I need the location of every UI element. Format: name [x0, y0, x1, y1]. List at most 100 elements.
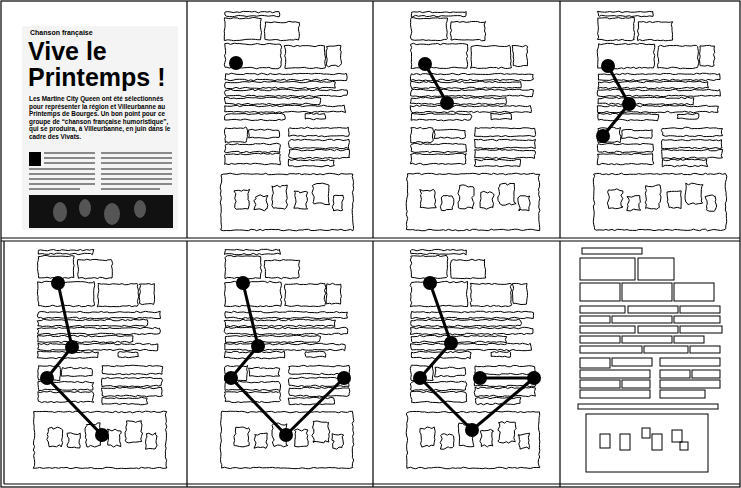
text-contour	[118, 352, 139, 358]
block-rect	[580, 306, 625, 313]
text-contour	[225, 343, 346, 351]
graph-dot	[65, 340, 79, 354]
image-contour	[332, 434, 344, 450]
text-contour	[411, 319, 522, 327]
block-rect	[680, 326, 722, 333]
text-contour	[406, 173, 540, 231]
text-contour	[597, 105, 718, 113]
graph-link	[58, 283, 72, 347]
text-contour	[225, 11, 280, 16]
image-contour	[480, 191, 494, 209]
graph-dot	[251, 339, 265, 353]
block-rect	[644, 346, 688, 353]
text-contour	[410, 281, 468, 306]
text-contour	[249, 367, 280, 376]
text-contour	[474, 159, 520, 166]
block-rect	[580, 358, 610, 368]
lead-text: Les Martine City Queen ont été sélection…	[29, 95, 173, 141]
text-contour	[225, 256, 262, 279]
text-contour	[411, 113, 472, 121]
graph-dot	[440, 96, 454, 110]
graph-link	[480, 377, 534, 380]
text-contour	[470, 283, 511, 307]
image-contour	[645, 185, 661, 209]
text-contour	[597, 89, 720, 97]
graph-dot	[279, 428, 293, 442]
block-rect	[638, 326, 678, 333]
text-contour	[661, 140, 722, 149]
block-rect	[674, 283, 714, 301]
image-contour	[498, 183, 516, 205]
text-contour	[512, 45, 528, 66]
text-contour	[225, 311, 348, 319]
text-contour	[284, 45, 325, 68]
text-contour	[662, 159, 707, 167]
block-rect	[638, 258, 674, 280]
text-contour	[224, 143, 280, 153]
graph-dot	[229, 56, 243, 70]
text-contour	[450, 21, 485, 41]
image-contour	[667, 191, 681, 209]
graph-link	[420, 343, 451, 378]
graph-dot	[622, 97, 636, 111]
text-contour	[37, 311, 160, 319]
block-rect	[622, 336, 672, 343]
text-contour	[289, 149, 350, 159]
text-contour	[474, 139, 535, 148]
block-rect	[660, 390, 705, 398]
text-contour	[406, 411, 540, 469]
text-contour	[435, 367, 466, 377]
block-rect	[680, 442, 688, 450]
text-contour	[434, 129, 465, 138]
text-contour	[97, 283, 138, 306]
text-contour	[224, 327, 348, 335]
graph-dot	[95, 428, 109, 442]
text-contour	[248, 129, 279, 138]
text-contour	[598, 114, 659, 121]
text-contour	[224, 97, 320, 105]
text-contour	[77, 259, 112, 279]
graph-dot	[465, 423, 479, 437]
text-contour	[411, 335, 507, 343]
headline-text: Vive le Printemps !	[28, 38, 178, 90]
graph-link	[286, 378, 344, 435]
text-contour	[410, 327, 533, 335]
graph-dot	[40, 371, 54, 385]
text-contour	[411, 143, 467, 152]
graph-link	[231, 378, 286, 435]
text-contour	[224, 249, 280, 255]
image-contour	[440, 196, 453, 211]
text-contour	[285, 283, 326, 306]
graph-dot	[337, 371, 351, 385]
block-rect	[580, 258, 635, 280]
text-contour	[326, 45, 341, 67]
text-contour	[264, 260, 300, 279]
text-contour	[38, 250, 93, 255]
text-contour	[225, 73, 347, 81]
text-contour	[224, 153, 280, 165]
text-contour	[597, 11, 653, 17]
text-contour	[410, 17, 447, 40]
text-contour	[410, 73, 533, 81]
block-rect	[580, 390, 650, 398]
text-contour	[658, 45, 699, 69]
text-contour	[38, 343, 158, 351]
block-rect	[580, 316, 610, 323]
text-contour	[661, 127, 722, 136]
text-contour	[288, 397, 334, 404]
text-contour	[700, 45, 715, 66]
block-rect	[622, 283, 672, 301]
text-contour	[264, 21, 299, 40]
block-rect	[672, 430, 682, 442]
text-contour	[305, 113, 326, 120]
image-contour	[705, 195, 717, 211]
text-contour	[288, 159, 334, 167]
block-rect	[578, 404, 718, 409]
image-contour	[272, 185, 288, 209]
block-rect	[690, 346, 720, 353]
block-rect	[580, 346, 642, 353]
image-contour	[234, 189, 250, 209]
newspaper-clipping	[22, 26, 178, 230]
text-contour	[474, 387, 535, 397]
